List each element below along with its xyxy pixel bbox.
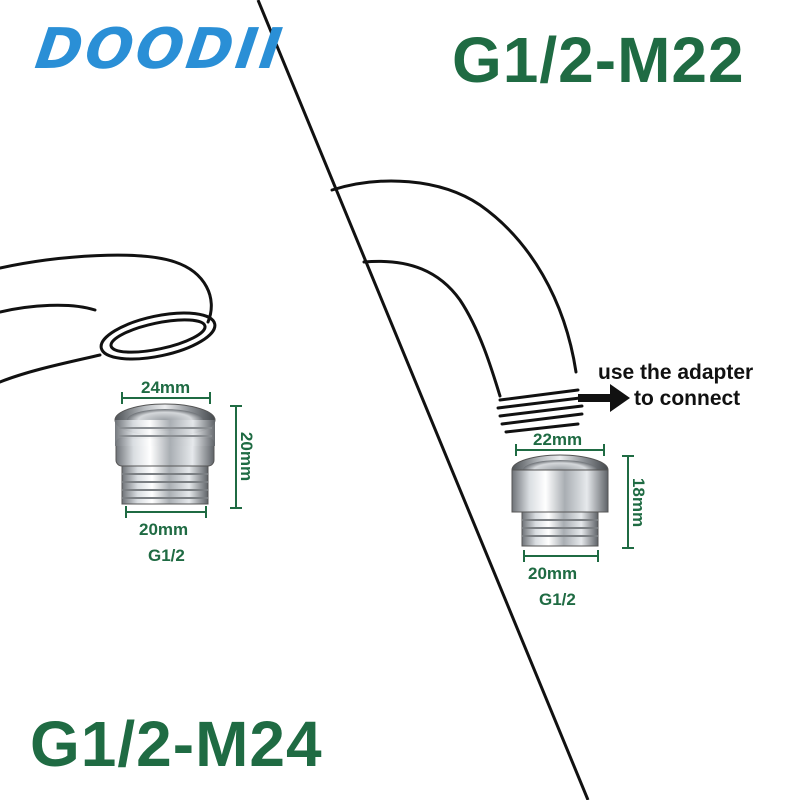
left-thread-label: G1/2 [148, 546, 185, 565]
left-dimension-lines [121, 392, 242, 518]
note-line-2: to connect [634, 387, 741, 410]
right-top-width-label: 22mm [533, 430, 583, 449]
faucet-left-icon [0, 253, 217, 384]
adapter-m24-icon [114, 403, 216, 505]
brand-logo: DOODII [31, 17, 289, 82]
right-bottom-width-label: 20mm [528, 564, 578, 583]
faucet-right-icon [330, 179, 584, 434]
divider-line [256, 0, 590, 800]
left-top-width-label: 24mm [141, 378, 191, 397]
right-dimension-lines [515, 444, 634, 562]
model-title-left: G1/2-M24 [30, 708, 323, 780]
arrow-right-icon [578, 384, 630, 412]
adapter-m22-icon [511, 454, 609, 547]
model-title-right: G1/2-M22 [452, 24, 745, 96]
right-height-label: 18mm [629, 477, 649, 528]
note-line-1: use the adapter [598, 361, 754, 384]
right-thread-label: G1/2 [539, 590, 576, 609]
left-height-label: 20mm [237, 431, 257, 482]
left-bottom-width-label: 20mm [139, 520, 189, 539]
